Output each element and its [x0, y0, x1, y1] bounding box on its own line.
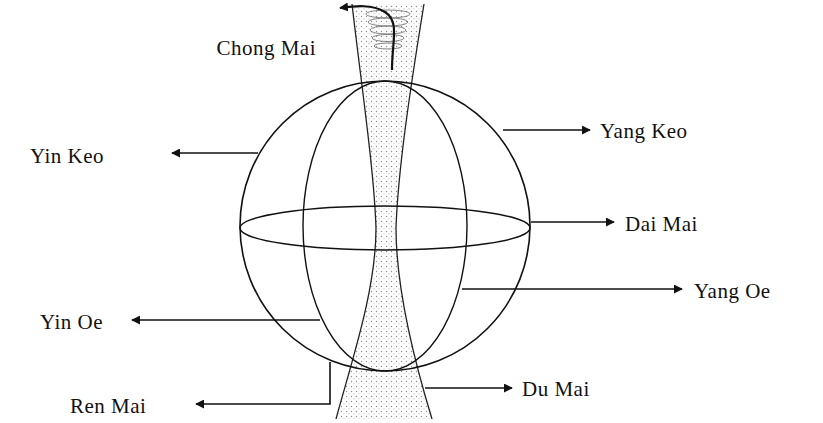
sphere-outline [240, 81, 530, 371]
leader-arrow [531, 221, 614, 223]
vessel-label: Yin Oe [40, 312, 103, 333]
band-edge [396, 4, 432, 419]
vessel-label: Yang Keo [600, 121, 688, 142]
leader-arrow [503, 129, 590, 131]
vessel-label: Chong Mai [216, 38, 316, 59]
leader-arrow [425, 387, 512, 389]
leader-arrow [172, 152, 258, 154]
vessel-label: Yin Keo [30, 146, 104, 167]
meridian [303, 81, 467, 371]
band-edge [336, 4, 376, 419]
vessel-label: Yang Oe [694, 281, 771, 302]
vessel-label: Dai Mai [625, 214, 698, 235]
vessel-label: Du Mai [522, 379, 590, 400]
leader-arrow [132, 319, 320, 321]
vessel-label: Ren Mai [70, 396, 146, 417]
equator [240, 206, 530, 250]
leader-arrow [462, 288, 682, 290]
leader-arrow [196, 362, 330, 404]
leader-arrow [340, 6, 394, 70]
